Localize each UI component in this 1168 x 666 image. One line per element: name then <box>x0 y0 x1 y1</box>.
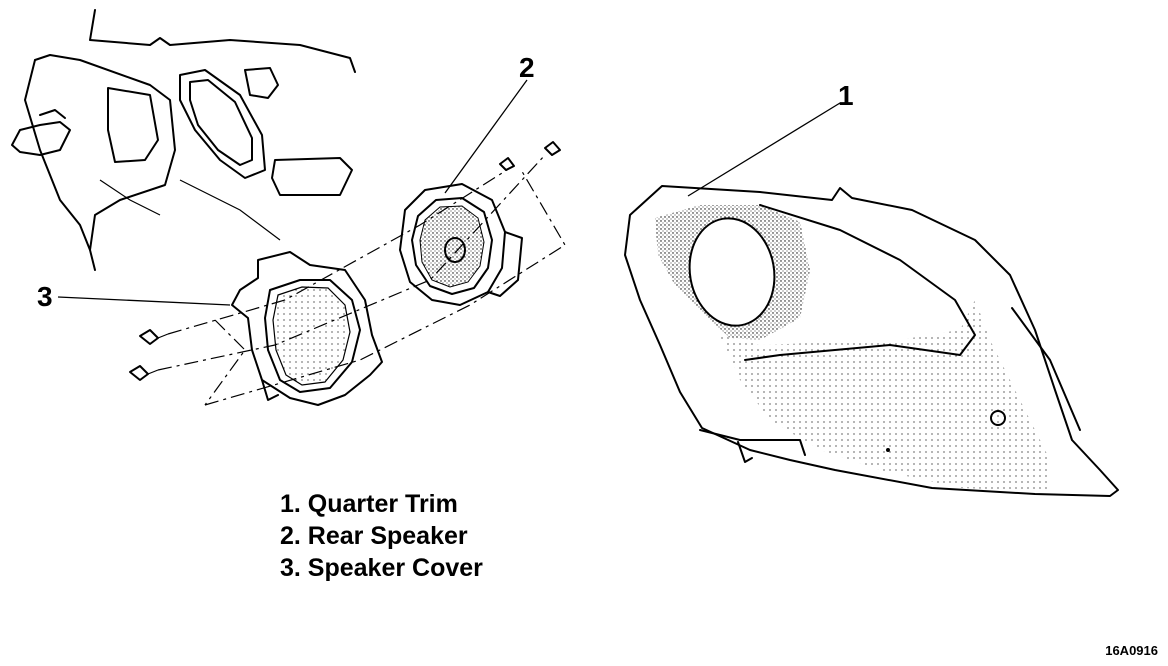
screws <box>129 141 561 381</box>
body-panel <box>11 9 356 271</box>
callout-2: 2 <box>519 52 535 83</box>
leader-line-1 <box>687 102 841 197</box>
leader-lines <box>57 79 841 306</box>
rear-speaker <box>399 183 523 306</box>
leader-line-2 <box>444 79 528 194</box>
callout-1: 1 <box>838 80 854 111</box>
parts-legend: 1. Quarter Trim 2. Rear Speaker 3. Speak… <box>280 488 483 584</box>
leader-line-3 <box>57 296 231 306</box>
legend-item: 1. Quarter Trim <box>280 490 458 518</box>
legend-item: 3. Speaker Cover <box>280 554 483 582</box>
figure-code: 16A0916 <box>1105 643 1158 658</box>
speaker-cover <box>231 251 383 406</box>
quarter-trim <box>624 185 1119 497</box>
legend-item: 2. Rear Speaker <box>280 522 468 550</box>
callout-3: 3 <box>37 281 53 312</box>
assembly-lines <box>157 154 566 406</box>
